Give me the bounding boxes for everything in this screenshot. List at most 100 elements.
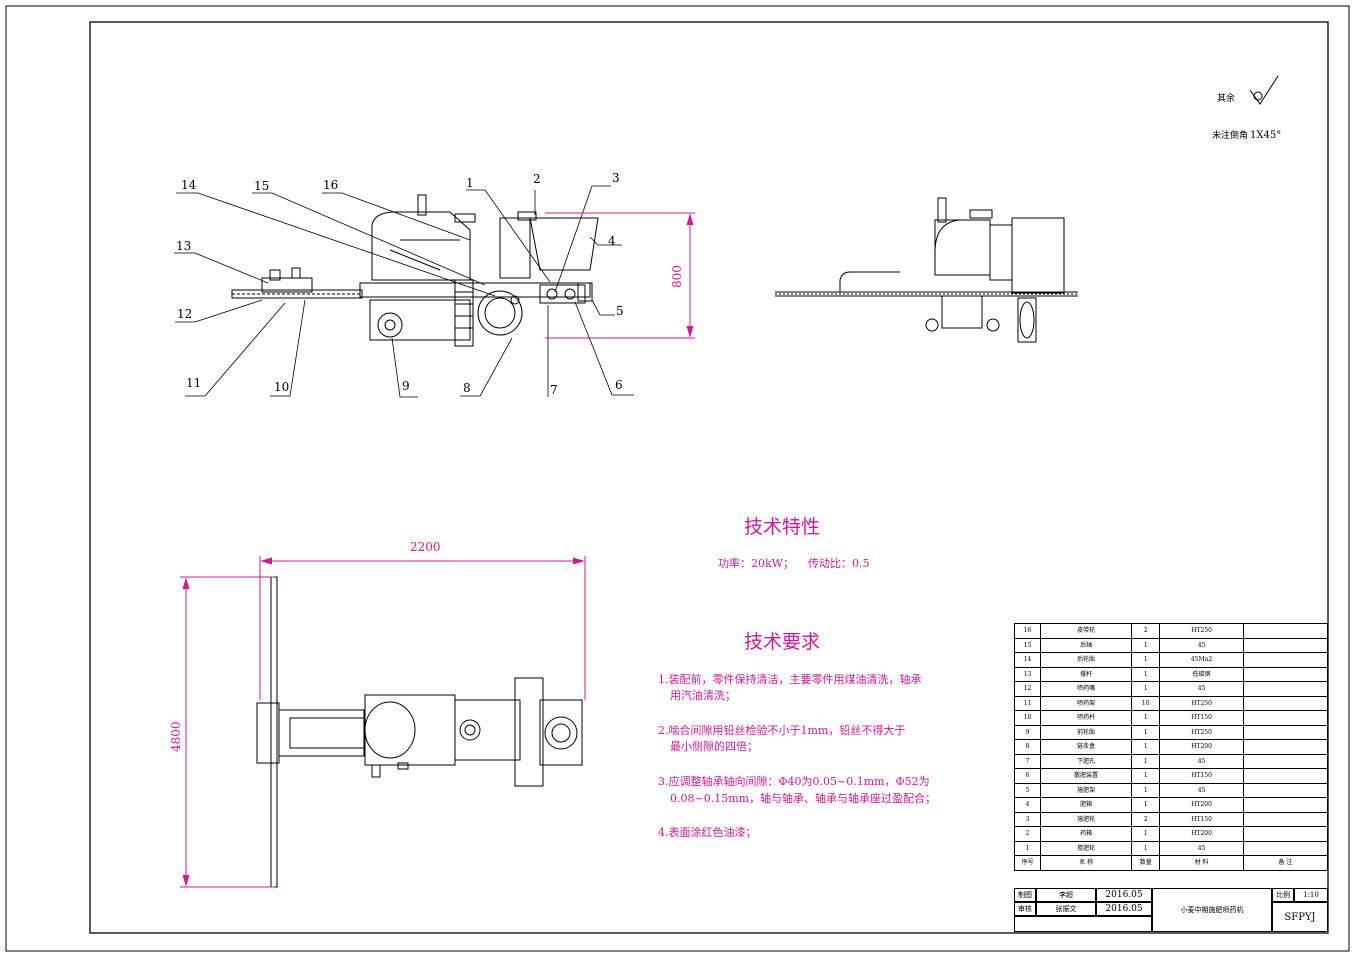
callout-5: 5 [616, 304, 624, 318]
callout-8: 8 [463, 381, 471, 395]
cell-mat: 45 [1159, 782, 1244, 798]
height-dimension [545, 212, 695, 339]
cell-mat: HT150 [1159, 768, 1244, 784]
cell-qty: 1 [1131, 724, 1161, 740]
cell-qty: 1 [1131, 637, 1161, 653]
surface-label: 其余 [1217, 92, 1235, 104]
cell-no: 4 [1013, 797, 1042, 813]
cell-mat: HT200 [1159, 797, 1244, 813]
scale-label: 比例 [1272, 888, 1294, 902]
cell-name: 施肥轮 [1040, 811, 1133, 827]
cell-qty: 1 [1131, 710, 1161, 726]
cell-qty: 1 [1131, 753, 1161, 769]
callout-7: 7 [550, 383, 558, 397]
callout-6: 6 [615, 378, 623, 392]
cell-mat: 45 [1159, 840, 1244, 856]
cell-note [1242, 637, 1329, 653]
leader-lines [174, 185, 634, 398]
tech-req-1: 1.装配前，零件保持清洁，主要零件用煤油清洗，轴承 [658, 673, 922, 686]
cell-no: 13 [1013, 666, 1042, 682]
draw-date: 2016.05 [1096, 888, 1152, 902]
cell-qty: 2 [1131, 811, 1161, 827]
side-view [231, 194, 599, 347]
cell-no: 9 [1013, 724, 1042, 740]
cell-qty: 2 [1131, 623, 1161, 639]
cell-no: 15 [1013, 637, 1042, 653]
cell-qty: 1 [1131, 840, 1161, 856]
cell-no: 8 [1013, 739, 1042, 755]
callout-15: 15 [254, 179, 269, 193]
cell-qty: 1 [1131, 652, 1161, 668]
dim-2200: 2200 [410, 540, 441, 554]
callout-1: 1 [466, 176, 474, 190]
parts-header-row: 序号名 称数量材 料备 注 [1013, 855, 1329, 871]
cell-name: 名 称 [1040, 855, 1133, 871]
cell-note [1242, 739, 1329, 755]
cell-name: 喷药杆 [1040, 710, 1133, 726]
tech-features-title: 技术特性 [744, 516, 821, 538]
cell-note [1242, 782, 1329, 798]
tech-req-1b: 用汽油清洗； [670, 689, 736, 702]
cell-note [1242, 768, 1329, 784]
cell-no: 7 [1013, 753, 1042, 769]
callout-3: 3 [612, 171, 620, 185]
top-view [256, 576, 583, 888]
top-dimensions [180, 556, 586, 888]
cell-no: 3 [1013, 811, 1042, 827]
cell-no: 5 [1013, 782, 1042, 798]
cell-no: 1 [1013, 840, 1042, 856]
tech-req-3b: 0.08~0.15mm，轴与轴承、轴承与轴承座过盈配合； [670, 792, 937, 805]
draw-label: 制图 [1014, 888, 1036, 902]
cell-mat: 低碳钢 [1159, 666, 1244, 682]
product-name: 小麦中期施肥喷药机 [1152, 888, 1272, 932]
cell-mat: HT200 [1159, 739, 1244, 755]
cell-name: 药箱 [1040, 826, 1133, 842]
cell-mat: HT200 [1159, 826, 1244, 842]
cell-mat: 45 [1159, 681, 1244, 697]
tech-req-2b: 最小侧隙的四倍； [670, 740, 758, 753]
cell-no: 12 [1013, 681, 1042, 697]
cell-note [1242, 811, 1329, 827]
callout-14: 14 [181, 178, 197, 192]
cell-no: 14 [1013, 652, 1042, 668]
cell-name: 下肥孔 [1040, 753, 1133, 769]
chamfer-value: 1X45° [1250, 130, 1281, 141]
draw-name: 李超 [1036, 888, 1096, 902]
callout-13: 13 [176, 239, 191, 253]
outer-border [5, 5, 1350, 952]
cell-mat: 45 [1159, 637, 1244, 653]
cell-mat: HT250 [1159, 724, 1244, 740]
cell-mat: HT250 [1159, 695, 1244, 711]
tech-req-2: 2.啮合间隙用铅丝检验不小于1mm，铅丝不得大于 [658, 724, 906, 737]
cell-note [1242, 826, 1329, 842]
cell-name: 搅肥轮 [1040, 840, 1133, 856]
cell-mat: HT250 [1159, 623, 1244, 639]
tech-features-line: 功率：20kW； 传动比：0.5 [718, 557, 870, 570]
cell-qty: 1 [1131, 826, 1161, 842]
callout-12: 12 [177, 307, 192, 321]
tech-req-4: 4.表面涂红色油漆； [658, 826, 757, 839]
tech-requirements-title: 技术要求 [744, 631, 821, 653]
cell-note: 备 注 [1242, 855, 1329, 871]
front-view [775, 197, 1078, 343]
cell-no: 6 [1013, 768, 1042, 784]
check-label: 审核 [1014, 902, 1036, 916]
callout-labels: 14 15 16 1 2 3 4 5 6 7 8 9 10 11 12 13 [176, 171, 624, 397]
cell-mat: HT150 [1159, 811, 1244, 827]
cell-no: 16 [1013, 623, 1042, 639]
tech-req-3: 3.应调整轴承轴向间隙：Φ40为0.05~0.1mm，Φ52为 [658, 775, 930, 788]
callout-11: 11 [186, 376, 201, 390]
